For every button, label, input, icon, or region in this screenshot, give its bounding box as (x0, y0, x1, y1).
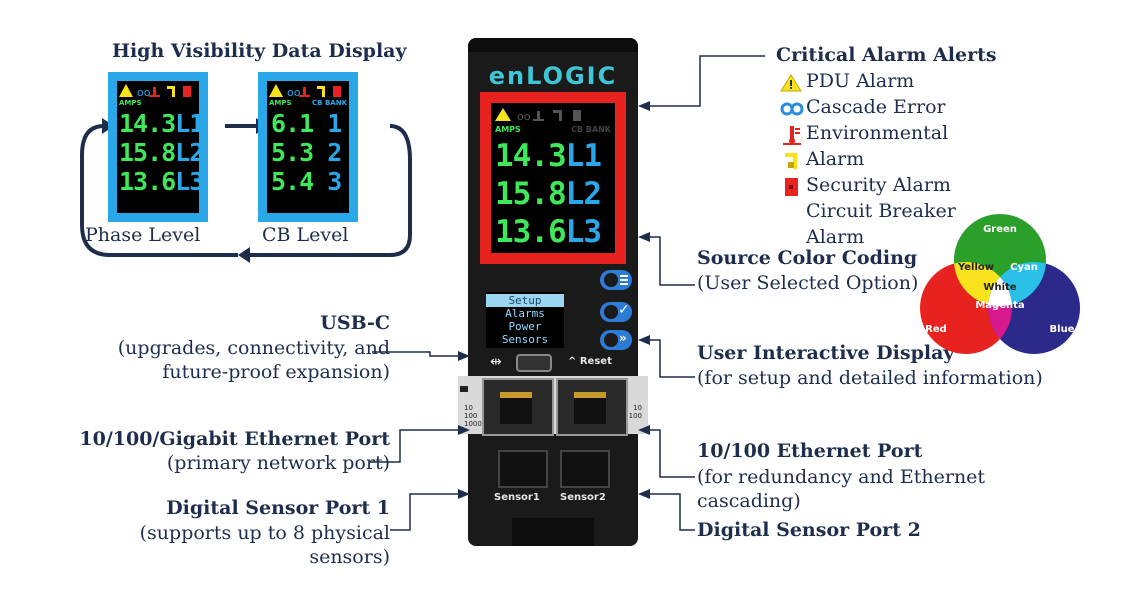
color-coding-title: Source Color Coding (697, 247, 918, 269)
interactive-display-title: User Interactive Display (697, 342, 955, 364)
phase-level-label: Phase Level (85, 224, 201, 246)
pdu-device: enLOGIC oo AMPS CB BANK 14.3L1 15.8L2 13… (458, 38, 648, 546)
device-top-cap (468, 38, 638, 52)
menu-display: Setup Alarms Power Sensors (486, 292, 564, 348)
critical-alarm-title: Critical Alarm Alerts (776, 44, 997, 66)
hamburger-icon (620, 275, 628, 277)
gigabit-title: 10/100/Gigabit Ethernet Port (79, 428, 390, 450)
screen-status-icons: oo (269, 84, 341, 99)
security-icon (785, 178, 798, 196)
warning-triangle-icon (119, 84, 133, 97)
alarm-icon (317, 86, 325, 89)
thermometer-icon (537, 111, 540, 121)
reset-label[interactable]: ^ Reset (568, 356, 612, 367)
confirm-button[interactable]: ✓ (600, 302, 632, 322)
venn-cyan-region (988, 262, 1046, 306)
venn-label-cyan: Cyan (1010, 262, 1038, 273)
warning-triangle-icon (780, 74, 802, 92)
thermometer-icon (303, 87, 306, 97)
cascade-link-icon: oo (287, 86, 301, 99)
color-coding-description: (User Selected Option) (697, 272, 919, 294)
main-display-header: AMPS CB BANK (495, 125, 611, 134)
venn-label-white: White (983, 282, 1016, 293)
venn-label-green: Green (983, 224, 1017, 235)
cb-header: AMPS CB BANK (269, 99, 347, 107)
usb-c-port[interactable] (516, 354, 552, 372)
enlogic-logo: enLOGIC (488, 62, 618, 90)
warning-triangle-icon (495, 108, 511, 121)
double-chevron-down-icon: » (619, 331, 627, 345)
ethernet-100-port[interactable] (556, 378, 628, 436)
warning-triangle-icon (269, 84, 283, 97)
device-bottom-mount (512, 518, 594, 546)
venn-label-blue: Blue (1050, 324, 1075, 335)
usbc-title: USB-C (320, 312, 390, 334)
cascade-link-icon: oo (517, 110, 531, 123)
menu-button[interactable] (600, 270, 632, 290)
alarm-icon (785, 153, 797, 169)
sensor2-port[interactable] (560, 450, 610, 488)
venn-yellow-region (954, 262, 1012, 306)
thermometer-icon (153, 87, 156, 97)
color-venn-diagram: Green Yellow Cyan White Red Magenta Blue (920, 214, 1080, 354)
menu-item-power[interactable]: Power (508, 320, 542, 333)
venn-label-magenta: Magenta (975, 300, 1024, 311)
sensor1-label: Sensor1 (494, 492, 540, 503)
sensor1-port[interactable] (498, 450, 548, 488)
cascade-link-icon: oo (137, 86, 151, 99)
cb-lcd-rows: 6.1 1 5.3 2 5.4 3 (271, 109, 342, 196)
venn-label-red: Red (925, 324, 947, 335)
main-lcd-display: oo AMPS CB BANK 14.3L1 15.8L2 13.6L3 (480, 92, 626, 264)
security-icon (573, 110, 581, 121)
screen-status-icons: oo (119, 84, 191, 99)
alarm-icon (553, 110, 562, 113)
security-icon (333, 86, 341, 97)
menu-item-alarms[interactable]: Alarms (505, 307, 545, 320)
scroll-down-button[interactable]: » (600, 330, 632, 350)
amps-label: AMPS (119, 99, 142, 107)
sensor2-title: Digital Sensor Port 2 (697, 519, 921, 541)
checkmark-icon: ✓ (618, 302, 630, 318)
main-lcd-rows: 14.3L1 15.8L2 13.6L3 (495, 138, 602, 250)
display-title: High Visibility Data Display (112, 40, 407, 62)
cascade-link-icon (780, 102, 804, 116)
phase-lcd-rows: 14.3L1 15.8L2 13.6L3 (119, 109, 204, 196)
thermometer-icon (783, 126, 801, 145)
security-icon (183, 86, 191, 97)
main-status-icons: oo (495, 108, 581, 123)
usb-icon: ⇹ (490, 354, 502, 370)
sensor1-title: Digital Sensor Port 1 (166, 497, 390, 519)
display-loop-arrows (80, 118, 412, 263)
interactive-display-description: (for setup and detailed information) (697, 367, 1043, 389)
eth100-title: 10/100 Ethernet Port (697, 440, 923, 462)
sensor2-label: Sensor2 (560, 492, 606, 503)
gigabit-description: (primary network port) (166, 452, 390, 474)
gigabit-ethernet-port[interactable] (482, 378, 554, 436)
menu-item-sensors[interactable]: Sensors (501, 333, 549, 346)
cb-level-label: CB Level (262, 224, 349, 246)
alarm-icon (167, 86, 175, 89)
venn-label-yellow: Yellow (957, 262, 994, 273)
cb-level-screen: oo AMPS CB BANK 6.1 1 5.3 2 5.4 3 (258, 72, 358, 222)
phase-level-screen: oo AMPS 14.3L1 15.8L2 13.6L3 (108, 72, 208, 222)
menu-item-setup[interactable]: Setup (486, 294, 564, 307)
